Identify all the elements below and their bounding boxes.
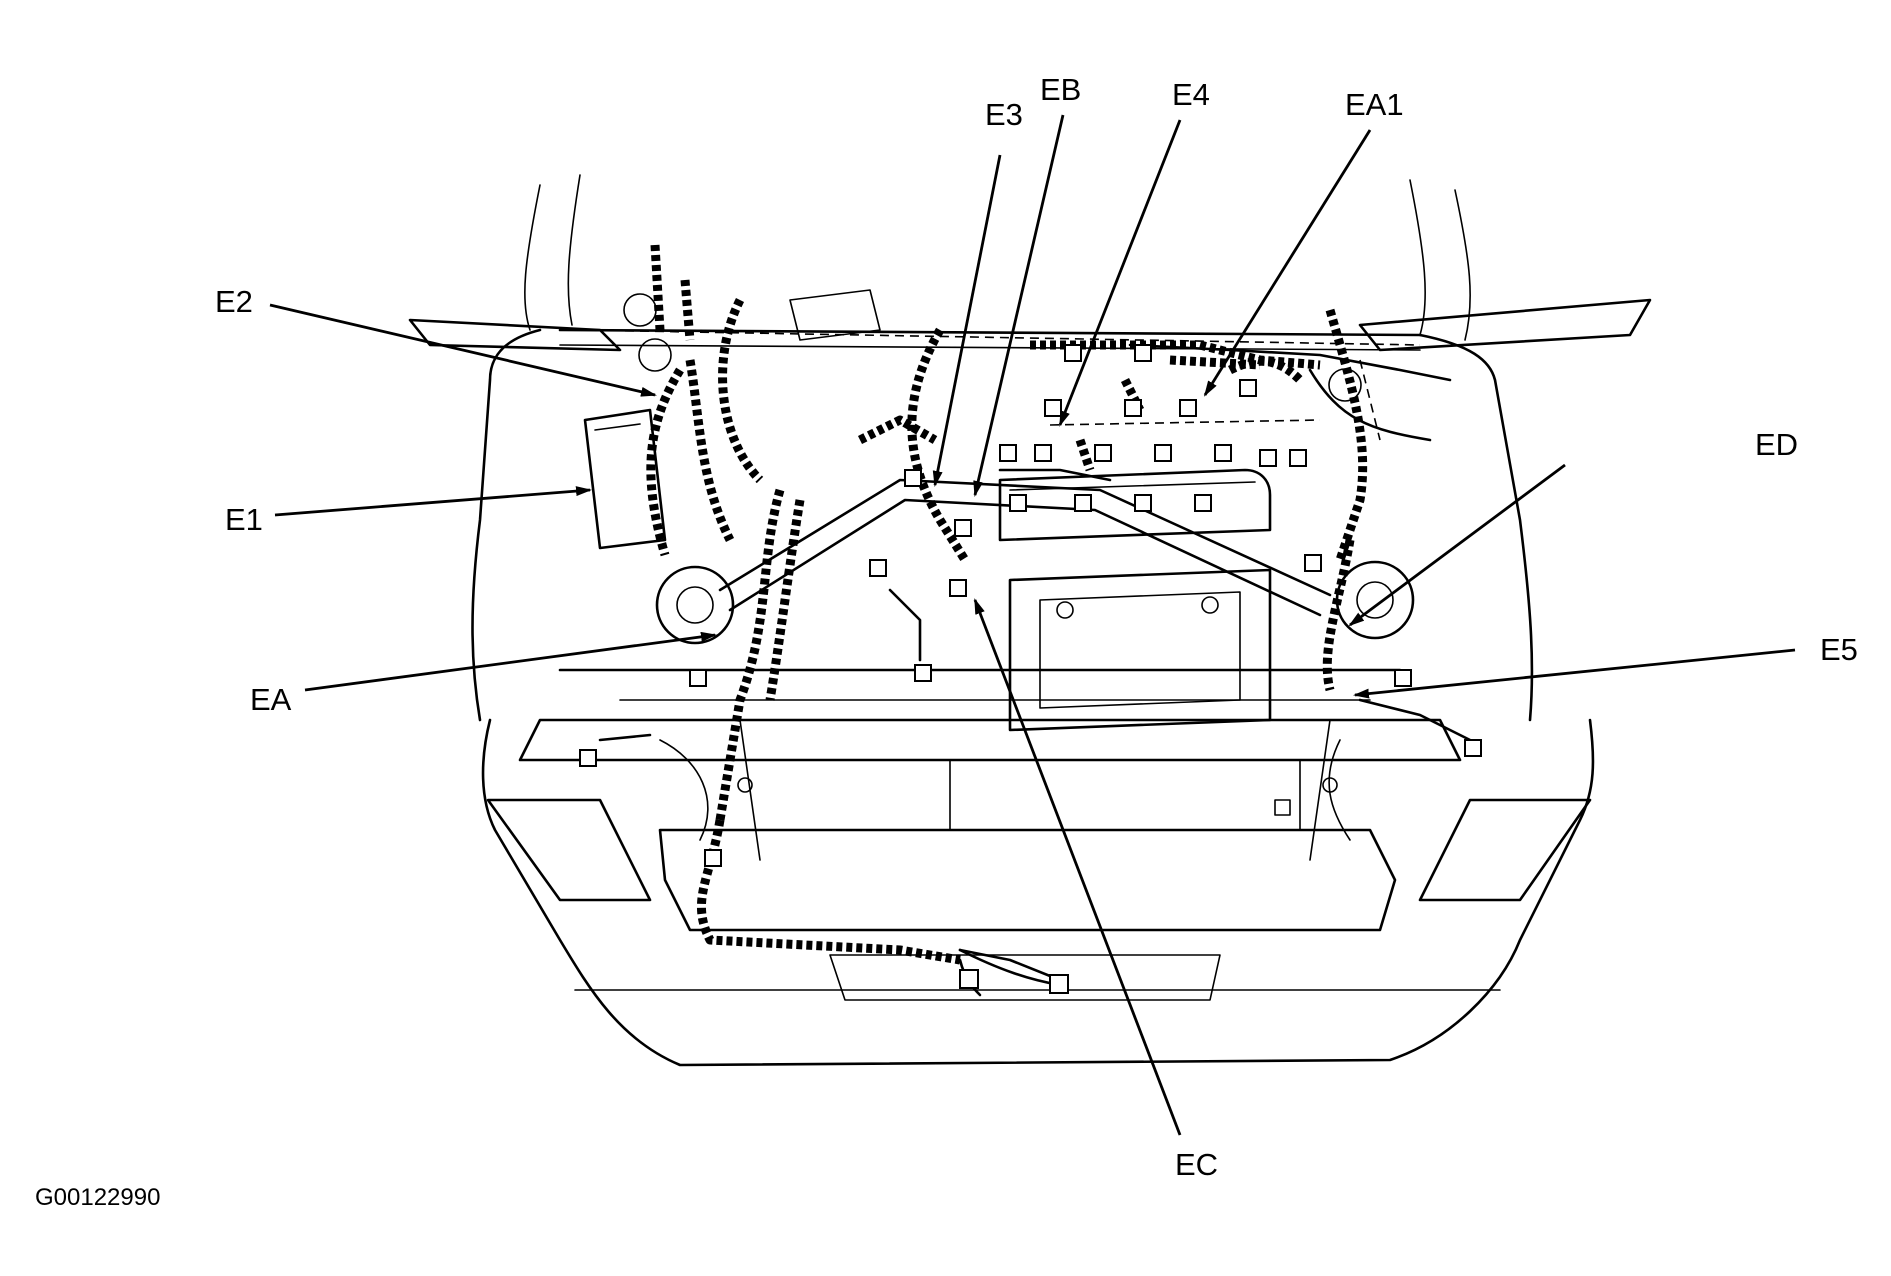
leader-e5 — [1353, 648, 1796, 699]
leader-e3 — [932, 154, 1002, 487]
callout-e4: E4 — [1172, 77, 1210, 112]
leader-e4 — [1058, 119, 1182, 427]
callout-e3: E3 — [985, 97, 1023, 132]
callout-leaders — [269, 114, 1796, 1136]
leader-ec — [973, 598, 1182, 1136]
callout-ed: ED — [1755, 427, 1798, 462]
callout-labels: E2 E1 EA E3 EB E4 EA1 ED E5 EC G00122990 — [35, 72, 1858, 1211]
harness-connectors — [579, 344, 1482, 994]
callout-ea: EA — [250, 682, 292, 717]
callout-e5: E5 — [1820, 632, 1858, 667]
callout-eb: EB — [1040, 72, 1081, 107]
callout-ea1: EA1 — [1345, 87, 1404, 122]
callout-e2: E2 — [215, 284, 253, 319]
leader-e2 — [269, 303, 657, 397]
figure-id: G00122990 — [35, 1184, 160, 1211]
leader-ea — [304, 631, 717, 692]
leader-eb — [973, 114, 1065, 497]
wiring-harnesses — [579, 244, 1472, 997]
callout-ec: EC — [1175, 1147, 1218, 1182]
vehicle-body-outline — [408, 174, 1652, 1067]
leader-e1 — [274, 486, 592, 517]
callout-e1: E1 — [225, 502, 263, 537]
leader-ea1 — [1203, 129, 1372, 397]
leader-ed — [1348, 463, 1566, 627]
